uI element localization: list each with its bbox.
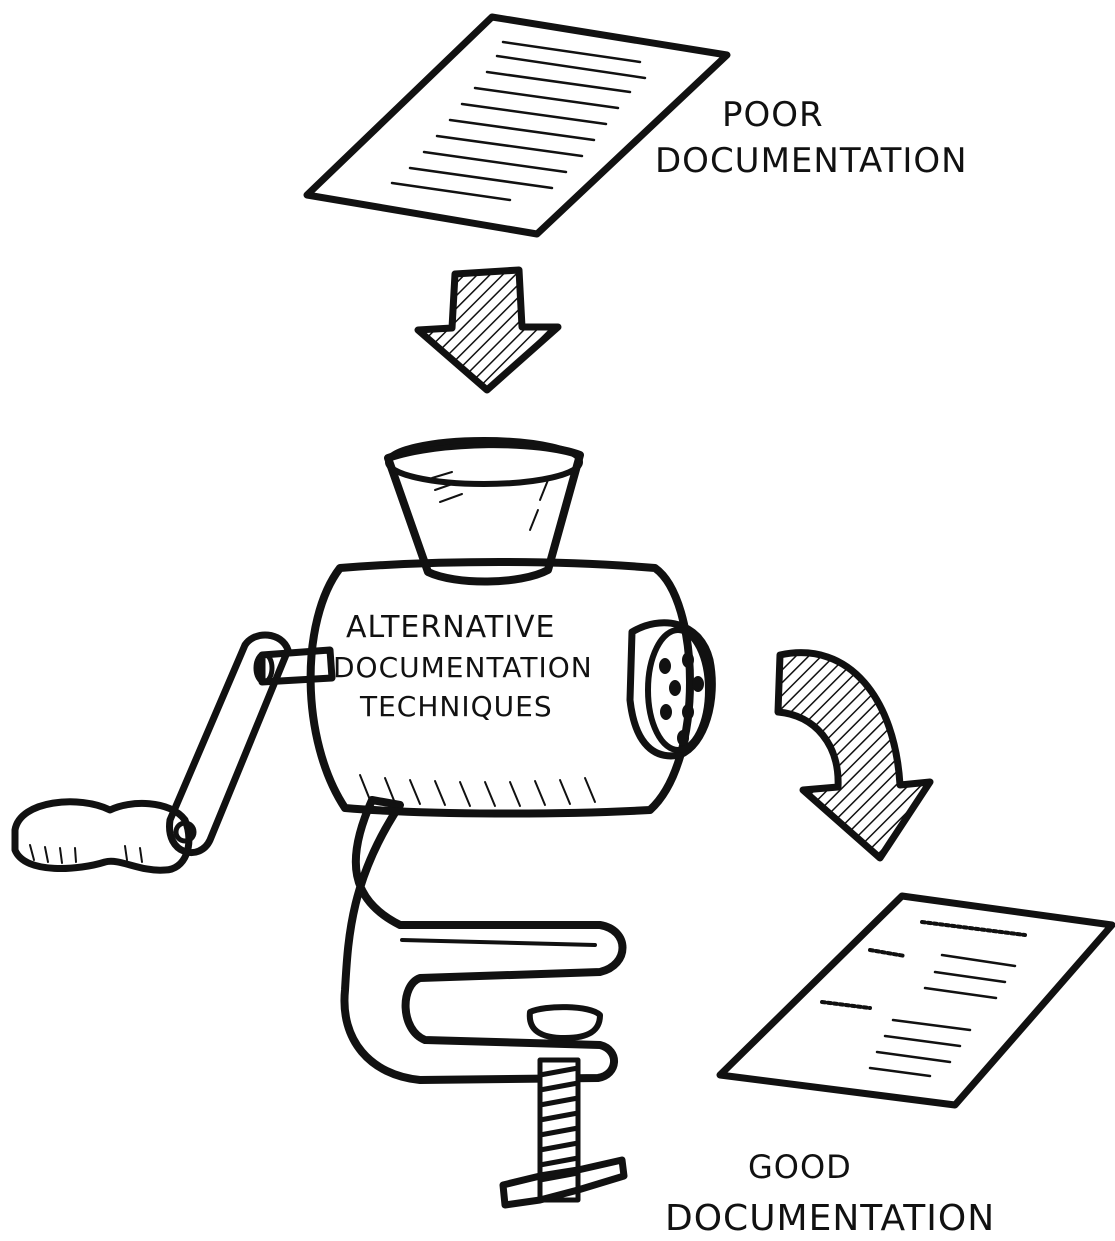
good-label-line1: GOOD xyxy=(748,1148,852,1186)
curved-arrow-icon xyxy=(774,649,934,862)
arrow-down-icon xyxy=(414,266,562,394)
good-document-icon xyxy=(716,892,1115,1109)
poor-label-line1: POOR xyxy=(722,95,824,135)
poor-document-icon xyxy=(303,13,731,238)
meat-grinder-icon xyxy=(11,437,716,1209)
poor-label-line2: DOCUMENTATION xyxy=(655,141,968,181)
machine-label-line2: DOCUMENTATION xyxy=(333,651,593,684)
machine-label-line3: TECHNIQUES xyxy=(359,690,553,723)
good-label-line2: DOCUMENTATION xyxy=(665,1198,995,1239)
machine-label-line1: ALTERNATIVE xyxy=(346,610,556,645)
